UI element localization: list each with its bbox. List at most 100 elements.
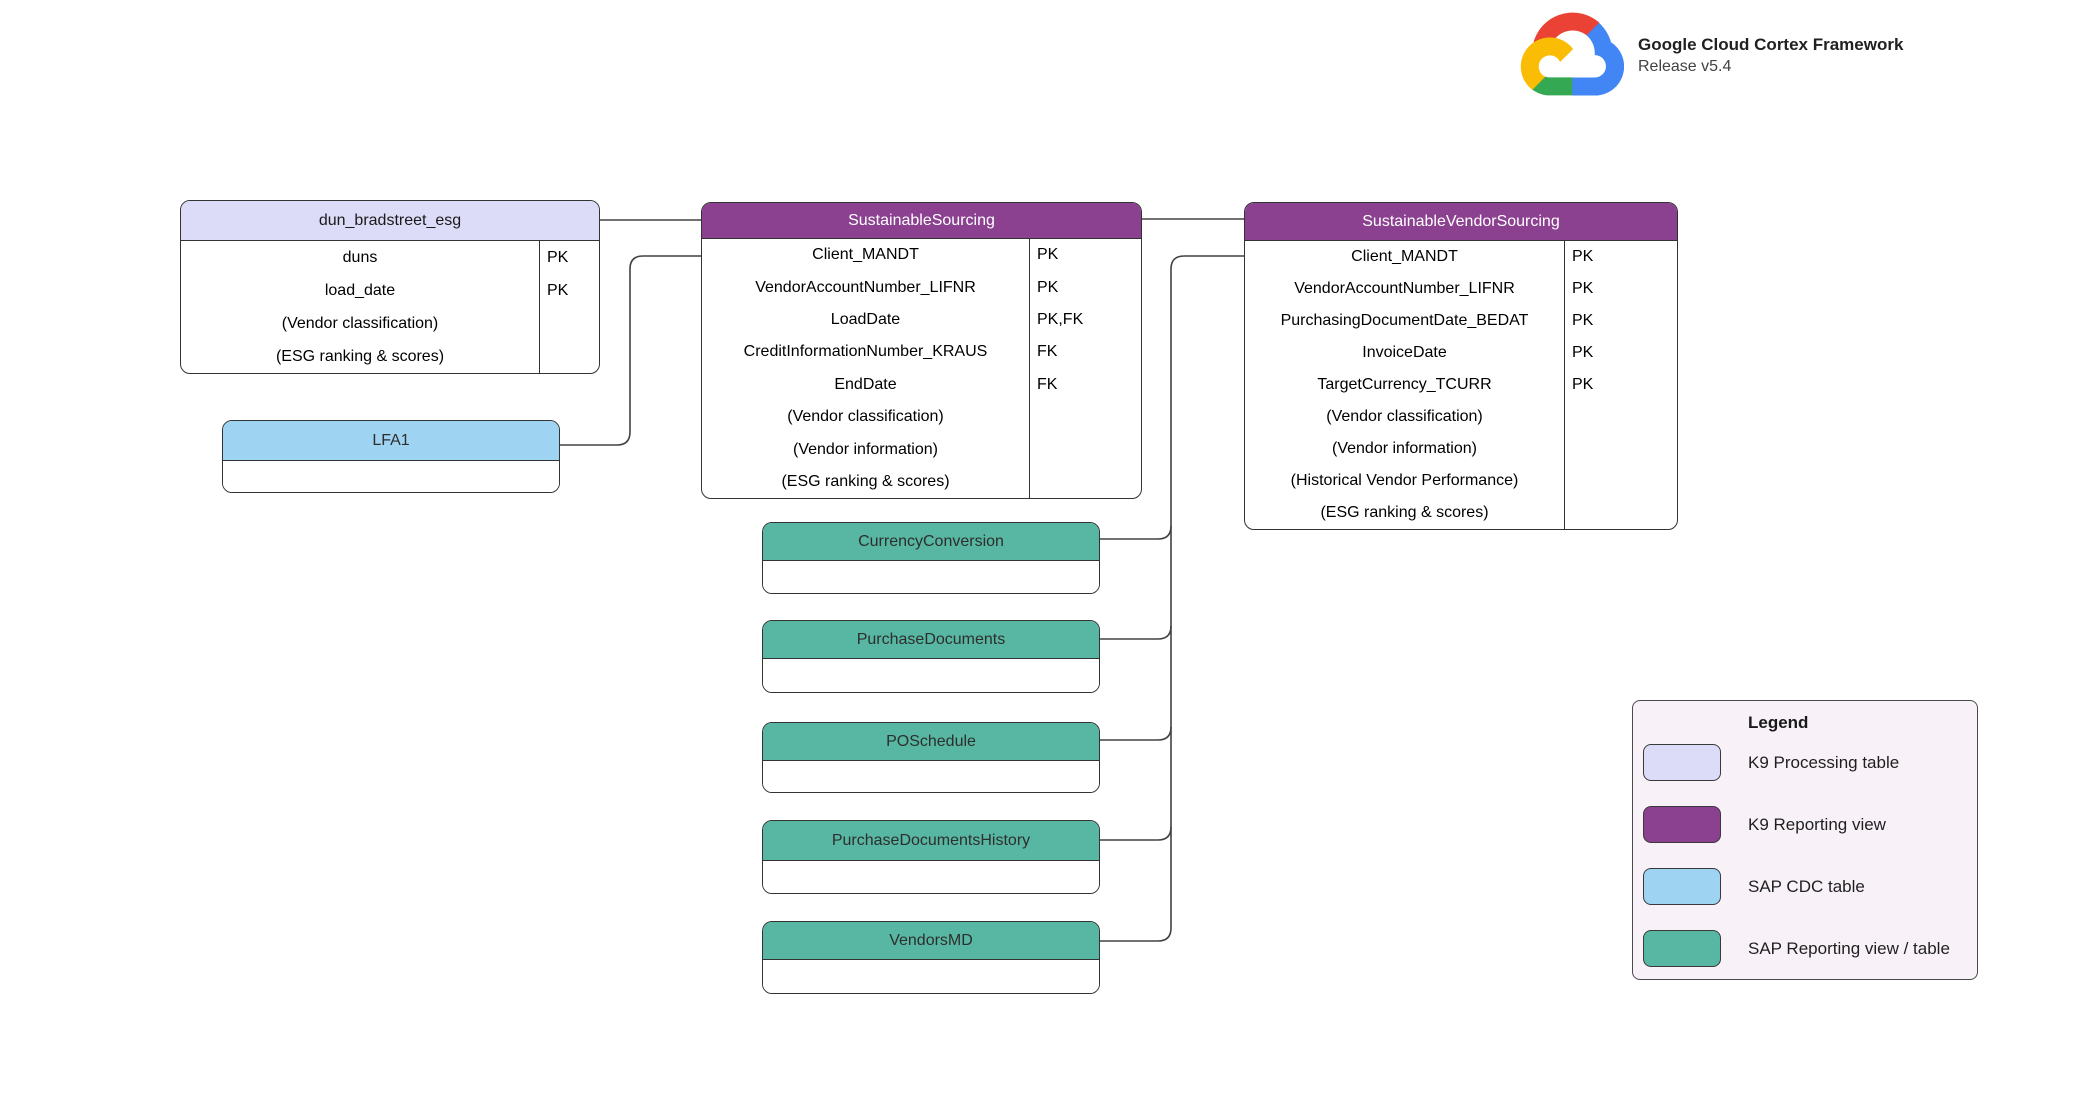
table-row: (Vendor information) [1245,433,1677,465]
entity-empty-body [763,561,1099,593]
column-name: (Vendor information) [1332,440,1477,457]
legend-label-k9-processing: K9 Processing table [1748,752,1900,772]
key-flag [1029,433,1141,466]
product-title: Google Cloud Cortex Framework [1638,35,1904,54]
table-row: (Vendor classification) [702,400,1141,434]
release-version: Release v5.4 [1638,58,1732,75]
key-flag [1029,400,1141,434]
brand-text: Google Cloud Cortex Framework Release v5… [1638,12,1903,77]
key-flag: FK [1029,368,1141,401]
column-name: duns [342,248,378,266]
legend: Legend K9 Processing table K9 Reporting … [1632,700,1978,980]
column-name: InvoiceDate [1362,344,1447,361]
key-flag [1564,465,1677,497]
key-flag: PK [1029,271,1141,304]
legend-swatch-k9-reporting [1643,806,1721,843]
entity-empty-body [763,659,1099,692]
entity-title: VendorsMD [889,931,973,949]
key-flag: PK [1564,273,1677,305]
table-row: VendorAccountNumber_LIFNR PK [1245,273,1677,305]
column-name: load_date [324,281,396,299]
key-flag: PK [539,274,599,307]
entity-header: PurchaseDocuments [763,621,1099,659]
column-name: Client_MANDT [812,246,919,264]
column-name: (Vendor information) [793,440,938,458]
column-name: (ESG ranking & scores) [275,347,445,365]
key-flag: FK [1029,336,1141,369]
table-row: (Vendor classification) [1245,401,1677,433]
table-row: (Historical Vendor Performance) [1245,465,1677,497]
key-flag: PK [539,241,599,274]
entity-header: dun_bradstreet_esg [181,201,599,241]
brand-header: Google Cloud Cortex Framework Release v5… [1520,12,1903,96]
entity-table-vendorsmd: VendorsMD [762,921,1100,994]
entity-title: CurrencyConversion [858,532,1004,550]
google-cloud-logo [1520,12,1624,96]
table-row: PurchasingDocumentDate_BEDAT PK [1245,305,1677,337]
entity-table-purchasedocuments: PurchaseDocuments [762,620,1100,693]
key-flag [539,307,599,340]
key-flag: PK,FK [1029,303,1141,337]
column-name: (Vendor classification) [281,314,439,332]
entity-header: PurchaseDocumentsHistory [763,821,1099,861]
column-name: VendorAccountNumber_LIFNR [755,278,976,296]
legend-title: Legend [1748,713,1809,732]
table-row: (Vendor classification) [181,307,599,340]
column-name: Client_MANDT [1351,248,1458,265]
table-row: (ESG ranking & scores) [702,465,1141,499]
entity-empty-body [763,861,1099,893]
column-name: VendorAccountNumber_LIFNR [1294,280,1515,297]
entity-table-lfa1: LFA1 [222,420,560,493]
entity-title: dun_bradstreet_esg [318,211,462,229]
table-row: LoadDate PK,FK [702,303,1141,337]
entity-table-purchasedocumentshistory: PurchaseDocumentsHistory [762,820,1100,894]
key-flag [1029,465,1141,499]
entity-empty-body [763,761,1099,792]
key-flag [1564,401,1677,433]
entity-title: PurchaseDocumentsHistory [831,831,1031,849]
column-name: EndDate [834,375,897,393]
key-flag [1564,497,1677,529]
table-row: (ESG ranking & scores) [1245,497,1677,529]
legend-swatch-sap-cdc [1643,868,1721,905]
column-name: (ESG ranking & scores) [781,472,950,490]
legend-label-sap-reporting: SAP Reporting view / table [1748,938,1950,958]
column-name: (ESG ranking & scores) [1320,504,1489,521]
table-row: EndDate FK [702,368,1141,401]
entity-title: LFA1 [372,431,410,449]
entity-title: SustainableSourcing [848,211,995,229]
key-flag: PK [1564,305,1677,337]
column-name: TargetCurrency_TCURR [1317,376,1492,393]
legend-swatch-k9-processing [1643,744,1721,781]
entity-header: CurrencyConversion [763,523,1099,561]
entity-title: POSchedule [886,732,976,750]
column-name: (Vendor classification) [787,408,944,426]
column-name: (Historical Vendor Performance) [1290,472,1519,489]
table-row: VendorAccountNumber_LIFNR PK [702,271,1141,304]
table-row: (ESG ranking & scores) [181,340,599,373]
key-flag [539,340,599,373]
entity-title: SustainableVendorSourcing [1362,212,1560,230]
table-row: (Vendor information) [702,433,1141,466]
legend-label-k9-reporting: K9 Reporting view [1748,814,1886,834]
column-name: LoadDate [830,310,901,328]
entity-empty-body [223,461,559,492]
entity-header: POSchedule [763,723,1099,761]
legend-swatch-sap-reporting [1643,930,1721,967]
column-name: (Vendor classification) [1326,408,1483,425]
entity-header: SustainableVendorSourcing [1245,203,1677,241]
column-name: PurchasingDocumentDate_BEDAT [1280,312,1529,329]
key-flag [1564,433,1677,465]
legend-label-sap-cdc: SAP CDC table [1748,876,1865,896]
entity-header: SustainableSourcing [702,203,1141,239]
entity-header: VendorsMD [763,922,1099,960]
